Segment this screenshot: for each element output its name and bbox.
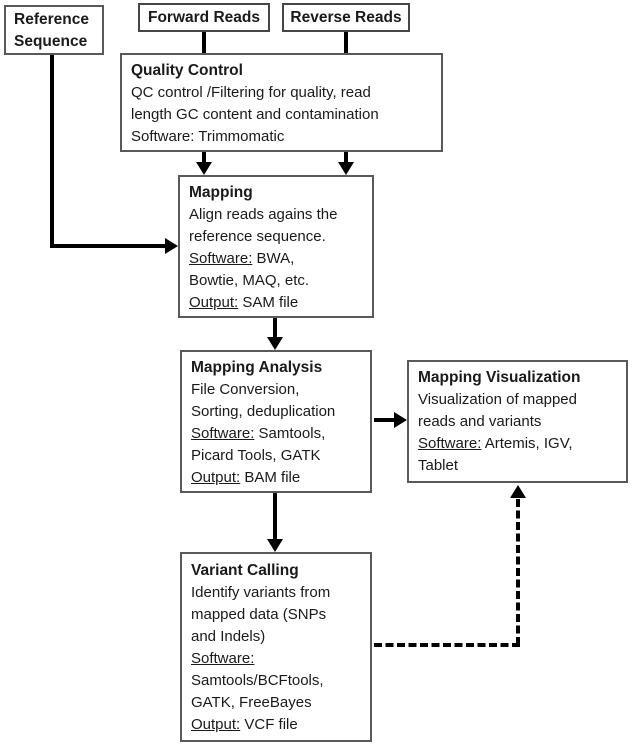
box-text-line: mapped data (SNPs	[191, 606, 327, 623]
box-text-line: Software:	[191, 650, 255, 667]
box-text-line: Mapping Analysis	[191, 359, 323, 376]
arrowhead-down-icon	[267, 539, 283, 552]
box-text-line: Sorting, deduplication	[191, 403, 336, 420]
dashed-connector-variant-horizontal	[374, 643, 520, 647]
arrowhead-right-icon	[165, 238, 178, 254]
box-text-line: Samtools/BCFtools,	[191, 672, 324, 689]
dashed-connector-variant-vertical	[516, 499, 520, 645]
box-text-line: Visualization of mapped	[418, 391, 577, 408]
arrowhead-right-icon	[394, 412, 407, 428]
box-text-line: Sequence	[14, 33, 88, 50]
forward-reads-box: Forward Reads	[138, 3, 270, 32]
box-text-line: Variant Calling	[191, 562, 299, 579]
reverse-reads-box: Reverse Reads	[282, 3, 410, 32]
arrowhead-down-icon	[267, 337, 283, 350]
box-text-line: Reverse Reads	[290, 8, 402, 26]
connector-analysis-to-variant	[273, 493, 277, 540]
box-text-line: Software: BWA,	[189, 250, 295, 267]
box-text-line: and Indels)	[191, 628, 266, 645]
box-text-line: Output: VCF file	[191, 716, 298, 733]
box-text-line: Output: BAM file	[191, 469, 301, 486]
connector-forward-to-qc	[202, 31, 206, 53]
connector-qc-to-mapping-right	[344, 152, 348, 164]
arrowhead-down-icon	[196, 162, 212, 175]
box-text-line: Software: Artemis, IGV,	[418, 435, 573, 452]
box-text-line: Picard Tools, GATK	[191, 447, 321, 464]
arrowhead-down-icon	[338, 162, 354, 175]
box-text-line: QC control /Filtering for quality, read	[131, 84, 371, 101]
box-text-line: Software: Samtools,	[191, 425, 326, 442]
box-text-line: length GC content and contamination	[131, 106, 379, 123]
box-text-line: GATK, FreeBayes	[191, 694, 312, 711]
connector-analysis-to-visualization	[374, 418, 396, 422]
box-text-line: Align reads agains the	[189, 206, 338, 223]
box-text-line: Forward Reads	[148, 8, 260, 26]
box-text-line: Mapping	[189, 184, 253, 201]
box-text-line: Software: Trimmomatic	[131, 128, 285, 145]
box-text-line: File Conversion,	[191, 381, 300, 398]
connector-mapping-to-analysis	[273, 318, 277, 339]
connector-reference-to-mapping-vertical	[50, 55, 54, 248]
box-text-line: Output: SAM file	[189, 294, 299, 311]
box-text-line: Tablet	[418, 457, 459, 474]
box-text-line: Identify variants from	[191, 584, 331, 601]
box-text-line: Reference	[14, 11, 89, 28]
box-text-line: Bowtie, MAQ, etc.	[189, 272, 310, 289]
connector-qc-to-mapping-left	[202, 152, 206, 164]
box-text-line: reads and variants	[418, 413, 542, 430]
box-text-line: Quality Control	[131, 62, 243, 79]
quality-control-box: Quality Control QC control /Filtering for…	[120, 53, 443, 152]
arrowhead-up-icon	[510, 485, 526, 498]
connector-reference-to-mapping-horizontal	[50, 244, 167, 248]
box-text-line: Mapping Visualization	[418, 369, 581, 386]
connector-reverse-to-qc	[344, 31, 348, 53]
box-text-line: reference sequence.	[189, 228, 326, 245]
